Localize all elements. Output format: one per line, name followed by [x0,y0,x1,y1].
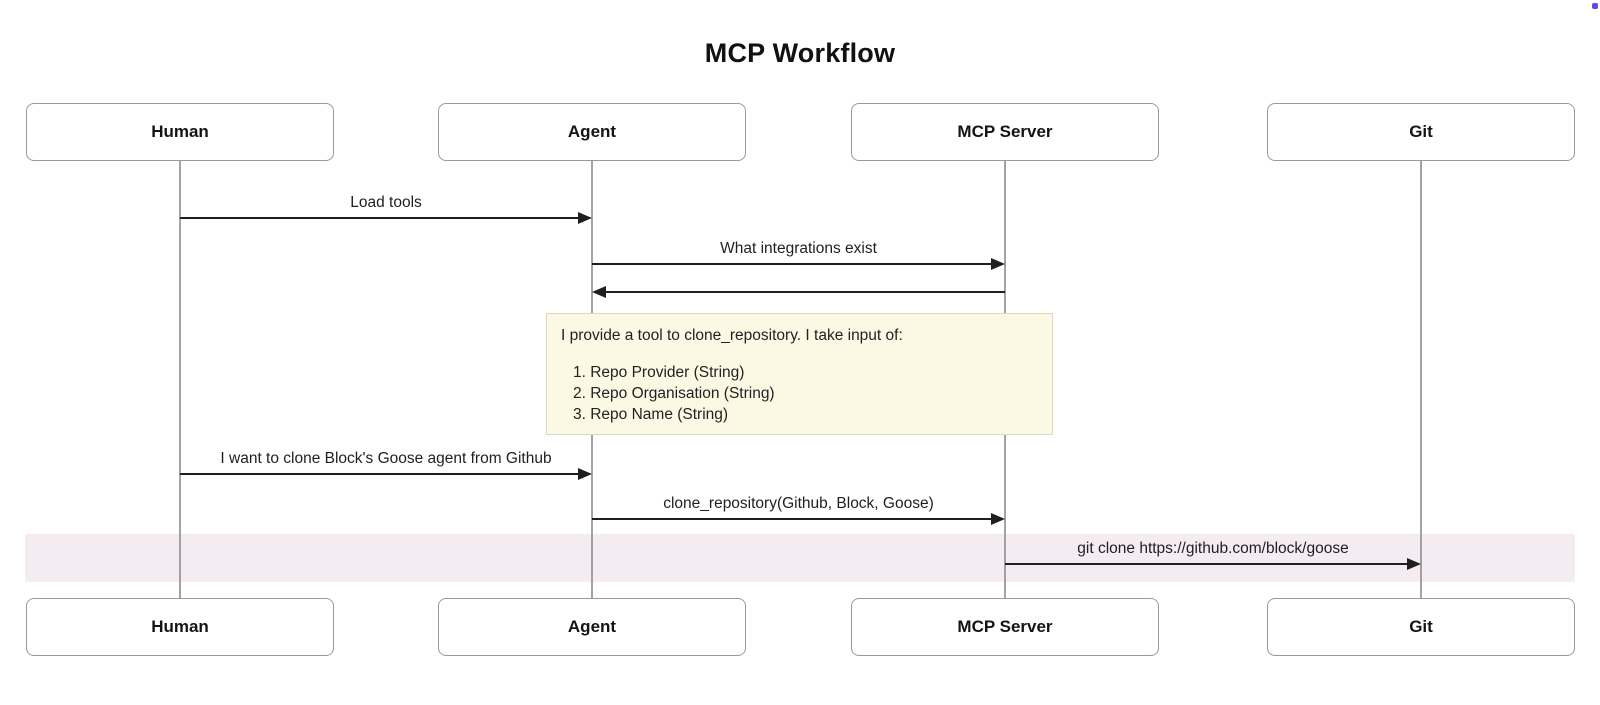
note-item: 1. Repo Provider (String) [573,364,745,381]
message-label-1: What integrations exist [720,240,877,257]
diagram-title: MCP Workflow [704,38,896,68]
actor-box-agent-top: Agent [438,103,746,161]
message-label-0: Load tools [350,194,422,211]
note-intro: I provide a tool to clone_repository. I … [561,327,903,344]
message-arrowhead-1 [991,258,1005,270]
highlight-band [25,534,1575,582]
actor-label: Human [151,617,209,636]
actor-box-human-top: Human [26,103,334,161]
corner-dot [1592,3,1598,9]
actor-label: Agent [567,122,617,141]
actor-label: Agent [567,617,617,636]
actor-label: MCP Server [957,617,1053,636]
actor-box-git-bottom: Git [1267,598,1575,656]
actor-box-agent-bottom: Agent [438,598,746,656]
message-label-4: clone_repository(Github, Block, Goose) [663,495,934,512]
message-label-3: I want to clone Block's Goose agent from… [220,450,552,467]
actor-label: Human [151,122,209,141]
actor-box-mcp-server-bottom: MCP Server [851,598,1159,656]
message-arrowhead-0 [578,212,592,224]
note-item: 3. Repo Name (String) [573,406,729,423]
actor-label: Git [1409,617,1433,636]
message-arrowhead-3 [578,468,592,480]
note-list: 1. Repo Provider (String) 2. Repo Organi… [561,362,1038,425]
message-arrowhead-2 [592,286,606,298]
actor-box-human-bottom: Human [26,598,334,656]
note-box: I provide a tool to clone_repository. I … [546,313,1053,435]
message-arrowhead-4 [991,513,1005,525]
actor-label: Git [1409,122,1433,141]
message-label-5: git clone https://github.com/block/goose [1077,540,1349,557]
actor-box-mcp-server-top: MCP Server [851,103,1159,161]
message-arrowhead-5 [1407,558,1421,570]
actor-box-git-top: Git [1267,103,1575,161]
actor-label: MCP Server [957,122,1053,141]
note-item: 2. Repo Organisation (String) [573,385,775,402]
